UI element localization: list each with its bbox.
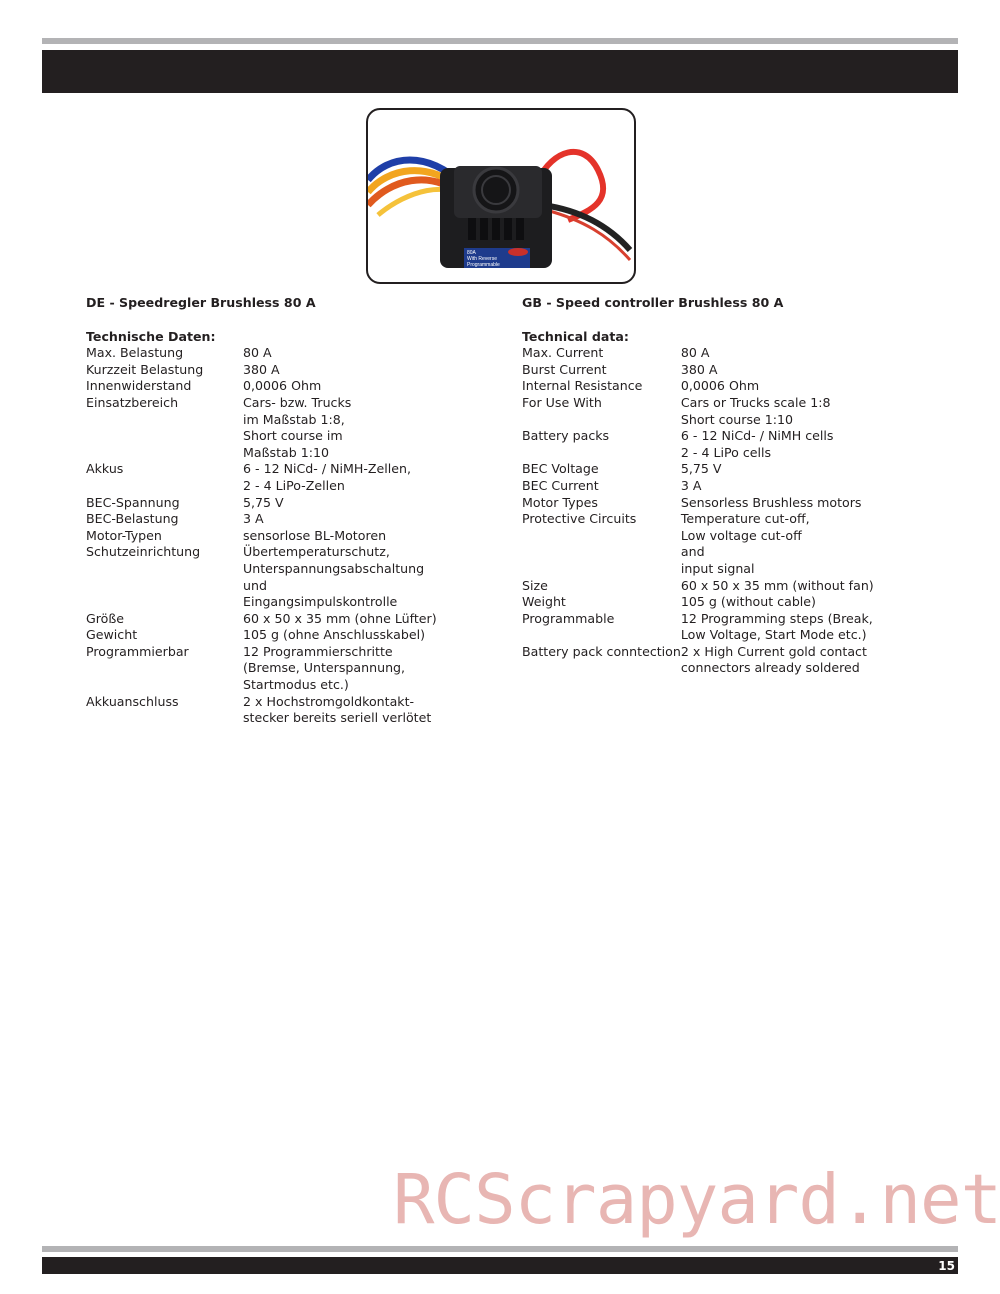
- de-spec-value: 3 A: [243, 511, 264, 527]
- gb-spec-heading: Technical data:: [522, 328, 629, 344]
- de-spec-value: 5,75 V: [243, 494, 284, 510]
- de-spec-key: Programmierbar: [86, 643, 189, 659]
- gb-spec-key: Programmable: [522, 610, 615, 626]
- de-spec-heading: Technische Daten:: [86, 328, 216, 344]
- de-title: DE - Speedregler Brushless 80 A: [86, 295, 316, 310]
- gb-spec-value: 2 x High Current gold contact connectors…: [680, 643, 867, 676]
- gb-spec-row: BEC Voltage 5,75 V: [522, 461, 874, 478]
- de-spec-row: Größe 60 x 50 x 35 mm (ohne Lüfter): [86, 611, 437, 628]
- header-rule: [42, 38, 958, 44]
- de-spec-value: sensorlose BL-Motoren: [243, 527, 387, 543]
- gb-spec-key: Max. Current: [522, 345, 604, 361]
- de-spec-key: Kurzzeit Belastung: [86, 361, 204, 377]
- label-line-1: 80A: [467, 250, 477, 256]
- de-spec-key: Größe: [86, 610, 125, 626]
- gb-spec-value: 5,75 V: [680, 461, 722, 477]
- gb-spec-row: Programmable 12 Programming steps (Break,…: [522, 611, 874, 644]
- gb-spec-value: 0,0006 Ohm: [680, 378, 760, 394]
- de-spec-value: 12 Programmierschritte (Bremse, Unterspa…: [243, 643, 406, 693]
- gb-spec-key: Battery packs: [522, 428, 610, 444]
- gb-spec-value: 12 Programming steps (Break, Low Voltage…: [680, 610, 873, 643]
- gb-spec-row: Max. Current 80 A: [522, 345, 874, 362]
- de-spec-row: Akkuanschluss 2 x Hochstromgoldkontakt- s…: [86, 694, 437, 727]
- gb-spec-row: Protective Circuits Temperature cut-off, …: [522, 511, 874, 577]
- gb-spec-key: Battery pack conntection: [522, 643, 681, 659]
- de-spec-row: BEC-Belastung 3 A: [86, 511, 437, 528]
- de-spec-row: Kurzzeit Belastung 380 A: [86, 362, 437, 379]
- de-spec-value: 380 A: [243, 361, 280, 377]
- gb-spec-row: BEC Current 3 A: [522, 478, 874, 495]
- de-spec-value: 105 g (ohne Anschlusskabel): [243, 627, 425, 643]
- gb-spec-value: Temperature cut-off, Low voltage cut-off…: [680, 511, 810, 576]
- gb-spec-row: Motor Types Sensorless Brushless motors: [522, 495, 874, 512]
- de-spec-key: Einsatzbereich: [86, 394, 179, 410]
- gb-spec-value: 380 A: [680, 361, 718, 377]
- page-number: 15: [938, 1259, 955, 1273]
- product-photo: 80A With Reverse Programmable: [366, 108, 636, 284]
- de-spec-value: 2 x Hochstromgoldkontakt- stecker bereit…: [243, 693, 432, 726]
- watermark: RCScrapyard.net: [393, 1160, 1000, 1240]
- de-column: DE - Speedregler Brushless 80 A Technisc…: [86, 295, 476, 727]
- gb-column: GB - Speed controller Brushless 80 A Tec…: [522, 295, 942, 677]
- label-line-3: Programmable: [467, 262, 500, 268]
- gb-spec-row: Battery packs 6 - 12 NiCd- / NiMH cells 2…: [522, 428, 874, 461]
- gb-spec-key: For Use With: [522, 394, 602, 410]
- gb-spec-key: Burst Current: [522, 361, 607, 377]
- de-spec-table: Max. Belastung 80 A Kurzzeit Belastung 380 …: [86, 345, 437, 727]
- de-spec-value: Cars- bzw. Trucks im Maßstab 1:8, Short …: [243, 394, 352, 460]
- de-spec-row: Schutzeinrichtung Übertemperaturschutz, U…: [86, 544, 437, 610]
- de-spec-row: Einsatzbereich Cars- bzw. Trucks im Maßst…: [86, 395, 437, 461]
- gb-spec-row: Size 60 x 50 x 35 mm (without fan): [522, 578, 874, 595]
- footer-bar: [42, 1257, 958, 1274]
- de-spec-row: Akkus 6 - 12 NiCd- / NiMH-Zellen, 2 - 4 L…: [86, 461, 437, 494]
- de-spec-row: Max. Belastung 80 A: [86, 345, 437, 362]
- de-spec-key: Akkus: [86, 461, 124, 477]
- de-spec-row: BEC-Spannung 5,75 V: [86, 495, 437, 512]
- gb-spec-row: For Use With Cars or Trucks scale 1:8 Sho…: [522, 395, 874, 428]
- gb-spec-key: Size: [522, 577, 548, 593]
- gb-spec-value: Cars or Trucks scale 1:8 Short course 1:…: [680, 394, 831, 427]
- gb-spec-key: Weight: [522, 594, 566, 610]
- de-spec-value: 80 A: [243, 345, 272, 361]
- gb-spec-key: Internal Resistance: [522, 378, 643, 394]
- footer-rule: [42, 1246, 958, 1252]
- gb-spec-key: BEC Voltage: [522, 461, 599, 477]
- de-spec-value: 0,0006 Ohm: [243, 378, 322, 394]
- gb-spec-value: 80 A: [680, 345, 710, 361]
- de-spec-key: Gewicht: [86, 627, 138, 643]
- de-spec-key: Schutzeinrichtung: [86, 544, 201, 560]
- de-spec-key: BEC-Belastung: [86, 511, 179, 527]
- de-spec-value: Übertemperaturschutz, Unterspannungsabsc…: [243, 544, 425, 610]
- gb-spec-value: 105 g (without cable): [680, 594, 816, 610]
- speed-controller-image: 80A With Reverse Programmable: [368, 148, 633, 268]
- header-bar: [42, 50, 958, 93]
- gb-spec-key: Motor Types: [522, 494, 598, 510]
- gb-title: GB - Speed controller Brushless 80 A: [522, 295, 784, 310]
- gb-spec-row: Internal Resistance 0,0006 Ohm: [522, 378, 874, 395]
- gb-spec-value: 60 x 50 x 35 mm (without fan): [680, 577, 874, 593]
- de-spec-key: Motor-Typen: [86, 527, 162, 543]
- de-spec-value: 60 x 50 x 35 mm (ohne Lüfter): [243, 610, 437, 626]
- de-spec-value: 6 - 12 NiCd- / NiMH-Zellen, 2 - 4 LiPo-Z…: [243, 461, 411, 493]
- de-spec-key: BEC-Spannung: [86, 494, 180, 510]
- gb-spec-row: Burst Current 380 A: [522, 362, 874, 379]
- de-spec-row: Gewicht 105 g (ohne Anschlusskabel): [86, 627, 437, 644]
- gb-spec-value: Sensorless Brushless motors: [680, 494, 862, 510]
- de-spec-key: Akkuanschluss: [86, 693, 179, 709]
- gb-spec-value: 6 - 12 NiCd- / NiMH cells 2 - 4 LiPo cel…: [680, 428, 834, 460]
- label-line-2: With Reverse: [467, 256, 497, 262]
- de-spec-row: Innenwiderstand 0,0006 Ohm: [86, 378, 437, 395]
- gb-spec-row: Weight 105 g (without cable): [522, 594, 874, 611]
- gb-spec-value: 3 A: [680, 477, 702, 493]
- de-spec-row: Programmierbar 12 Programmierschritte (Br…: [86, 644, 437, 694]
- gb-spec-key: Protective Circuits: [522, 511, 637, 527]
- de-spec-key: Max. Belastung: [86, 345, 184, 361]
- gb-spec-key: BEC Current: [522, 477, 599, 493]
- de-spec-row: Motor-Typen sensorlose BL-Motoren: [86, 528, 437, 545]
- de-spec-key: Innenwiderstand: [86, 378, 192, 394]
